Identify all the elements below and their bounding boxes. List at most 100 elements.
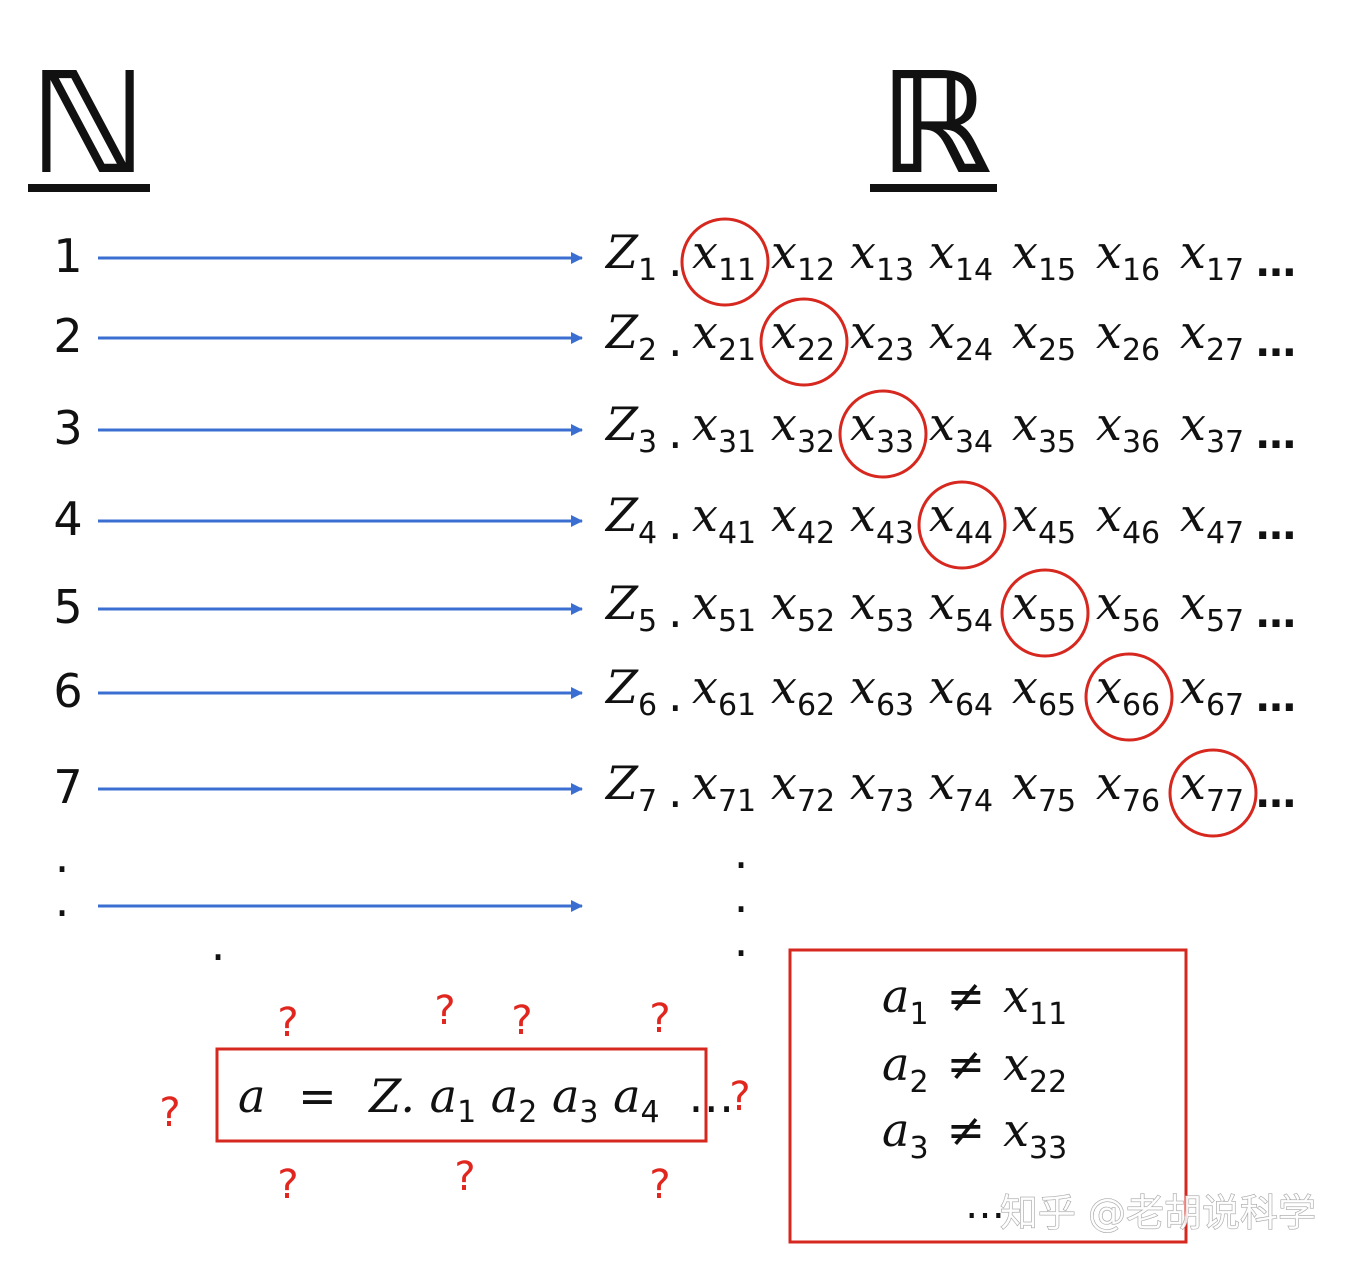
integer-part-sub: 5 xyxy=(638,604,657,639)
digit-x77: x77 xyxy=(1180,756,1244,819)
diagonal-circle xyxy=(1084,652,1174,742)
integer-part-symbol: Z xyxy=(604,305,639,359)
digit-x55: x55 xyxy=(1012,576,1076,639)
constructed-number-equals: = xyxy=(298,1069,337,1123)
decimal-point: . xyxy=(668,233,683,287)
digit-x41: x41 xyxy=(692,488,756,551)
digit-x61: x61 xyxy=(692,660,756,723)
integer-part-sub: 2 xyxy=(638,333,657,368)
integer-part-sub: 6 xyxy=(638,688,657,723)
digit-x27: x27 xyxy=(1180,305,1244,368)
digits-ellipsis: … xyxy=(1256,675,1296,721)
diagonal-circle xyxy=(680,217,770,307)
reals-underline xyxy=(870,184,997,192)
inequality-row: a3≠x33 xyxy=(882,1103,1067,1166)
digit-x12: x12 xyxy=(771,225,835,288)
digit-x35: x35 xyxy=(1012,397,1076,460)
naturals-continuation-dot: . xyxy=(55,873,70,927)
digit-x72: x72 xyxy=(771,756,835,819)
inequalities-ellipsis: … xyxy=(965,1182,1005,1228)
inequality-row: a1≠x11 xyxy=(882,969,1067,1032)
digit-x42: x42 xyxy=(771,488,835,551)
integer-part: Z3 xyxy=(604,397,657,460)
digits-ellipsis: … xyxy=(1256,240,1296,286)
constructed-number-formula: a = Z. a1 a2 a3 a4 … xyxy=(238,1069,734,1133)
naturals-continuation-dot: . xyxy=(55,829,70,883)
digit-x66: x66 xyxy=(1096,660,1160,723)
digit-x44: x44 xyxy=(929,488,993,551)
naturals-symbol: ℕ xyxy=(29,43,146,206)
digit-x74: x74 xyxy=(929,756,993,819)
decimal-point: . xyxy=(668,313,683,367)
decimal-point: . xyxy=(668,405,683,459)
reals-continuation-dot: . xyxy=(734,913,749,967)
natural-number-label: 5 xyxy=(53,580,82,634)
digit-a2-sub: 2 xyxy=(518,1095,537,1130)
digit-x63: x63 xyxy=(850,660,914,723)
digit-x51: x51 xyxy=(692,576,756,639)
digit-x62: x62 xyxy=(771,660,835,723)
digit-x31: x31 xyxy=(692,397,756,460)
question-mark: ? xyxy=(434,988,455,1034)
digit-a4-sub: 4 xyxy=(641,1095,660,1130)
natural-number-label: 4 xyxy=(53,492,82,546)
question-mark: ? xyxy=(511,998,532,1044)
digit-x26: x26 xyxy=(1096,305,1160,368)
digit-x21: x21 xyxy=(692,305,756,368)
digit-x57: x57 xyxy=(1180,576,1244,639)
natural-number-label: 2 xyxy=(53,309,82,363)
integer-part: Z7 xyxy=(604,756,657,819)
integer-part: Z1 xyxy=(604,225,657,288)
decimal-point: . xyxy=(668,764,683,818)
decimal-point: . xyxy=(668,584,683,638)
naturals-continuation-dot: . xyxy=(211,917,226,971)
digit-a3-sub: 3 xyxy=(579,1095,598,1130)
digit-x17: x17 xyxy=(1180,225,1244,288)
digit-x43: x43 xyxy=(850,488,914,551)
watermark: 知乎 @老胡说科学 xyxy=(1000,1191,1316,1235)
question-mark: ? xyxy=(159,1090,180,1136)
diagonal-circle xyxy=(838,389,928,479)
question-mark: ? xyxy=(649,996,670,1042)
integer-part: Z4 xyxy=(604,488,657,551)
natural-number-label: 6 xyxy=(53,664,82,718)
natural-number-label: 7 xyxy=(53,760,82,814)
integer-part: Z2 xyxy=(604,305,657,368)
digit-x52: x52 xyxy=(771,576,835,639)
diagonal-circle xyxy=(1000,568,1090,658)
question-mark: ? xyxy=(277,1000,298,1046)
digit-x56: x56 xyxy=(1096,576,1160,639)
digit-x73: x73 xyxy=(850,756,914,819)
digit-x67: x67 xyxy=(1180,660,1244,723)
digit-x25: x25 xyxy=(1012,305,1076,368)
natural-number-label: 1 xyxy=(53,229,82,283)
digit-a3: a xyxy=(552,1069,579,1123)
digit-x14: x14 xyxy=(929,225,993,288)
digits-ellipsis: … xyxy=(1256,503,1296,549)
digit-x75: x75 xyxy=(1012,756,1076,819)
digit-a4: a xyxy=(613,1069,640,1123)
digits-ellipsis: … xyxy=(1256,412,1296,458)
digit-x32: x32 xyxy=(771,397,835,460)
inequality-row: a2≠x22 xyxy=(882,1037,1067,1100)
digit-x76: x76 xyxy=(1096,756,1160,819)
digit-a2: a xyxy=(491,1069,518,1123)
naturals-underline xyxy=(28,184,150,192)
integer-part: Z5 xyxy=(604,576,657,639)
integer-part-sub: 7 xyxy=(638,784,657,819)
digit-x54: x54 xyxy=(929,576,993,639)
digit-x64: x64 xyxy=(929,660,993,723)
integer-part-symbol: Z xyxy=(604,660,639,714)
digit-x46: x46 xyxy=(1096,488,1160,551)
digit-x13: x13 xyxy=(850,225,914,288)
decimal-point: . xyxy=(668,668,683,722)
diagonal-circle xyxy=(759,297,849,387)
digit-x11: x11 xyxy=(692,225,756,288)
